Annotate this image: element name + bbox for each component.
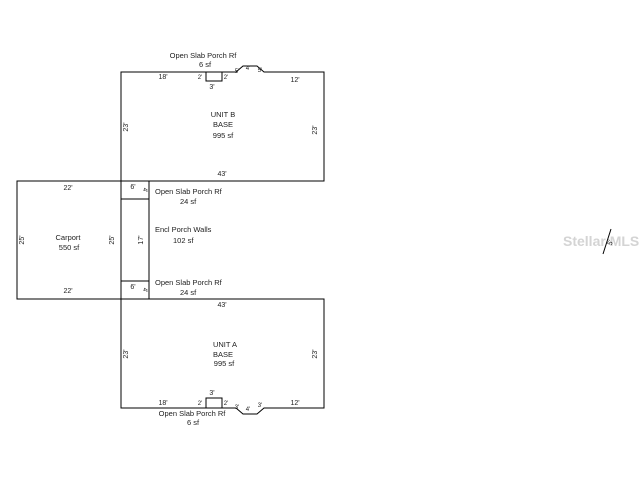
unit-b-porch-label: Open Slab Porch Rf bbox=[170, 51, 238, 60]
porch-bottom-area: 24 sf bbox=[180, 288, 197, 297]
unit-a-dim-bottom-right: 12' bbox=[290, 400, 299, 407]
porch-corridor: 6' 4' Open Slab Porch Rf 24 sf 17' Encl … bbox=[120, 180, 223, 300]
unit-b-dim-porch-left: 2' bbox=[198, 75, 202, 81]
porch-bottom-label: Open Slab Porch Rf bbox=[155, 278, 223, 287]
unit-a-dim-porch-top: 3' bbox=[209, 390, 214, 397]
encl-porch-dim-length: 17' bbox=[138, 235, 145, 244]
unit-b-porch-area: 6 sf bbox=[199, 60, 212, 69]
unit-b-dim-bay-2: 4' bbox=[246, 66, 250, 72]
unit-b-dim-bay-1: 5' bbox=[235, 69, 239, 75]
encl-porch-label: Encl Porch Walls bbox=[155, 225, 212, 234]
carport-dim-left: 25' bbox=[19, 235, 26, 244]
unit-a-dim-bay-3: 3' bbox=[258, 403, 262, 409]
unit-a-dim-porch-left: 2' bbox=[198, 401, 202, 407]
carport-dim-right: 25' bbox=[109, 235, 116, 244]
unit-a-dim-bay-2: 4' bbox=[246, 407, 250, 413]
carport-name: Carport bbox=[55, 233, 81, 242]
unit-a-dim-top: 43' bbox=[217, 302, 226, 309]
unit-b-dim-right: 23' bbox=[312, 125, 319, 134]
porch-bottom-dim-depth: 4' bbox=[141, 288, 147, 292]
unit-b-name: UNIT B bbox=[211, 110, 235, 119]
unit-a-porch-label: Open Slab Porch Rf bbox=[159, 409, 227, 418]
encl-porch-area: 102 sf bbox=[173, 236, 194, 245]
unit-b-dim-bottom: 43' bbox=[217, 171, 226, 178]
scale-marker: 5' bbox=[602, 228, 615, 255]
porch-bottom-dim-width: 6' bbox=[130, 284, 135, 291]
watermark: Stellar MLS bbox=[563, 233, 639, 249]
unit-b-area: 995 sf bbox=[213, 131, 234, 140]
unit-a-area: 995 sf bbox=[214, 359, 235, 368]
unit-a-dim-porch-right: 2' bbox=[224, 401, 228, 407]
scale-marker-label: 5' bbox=[607, 239, 615, 246]
porch-top-label: Open Slab Porch Rf bbox=[155, 187, 223, 196]
carport-area: 550 sf bbox=[59, 243, 80, 252]
unit-b-dim-top-left: 18' bbox=[158, 74, 167, 81]
unit-b-dim-left: 23' bbox=[123, 122, 130, 131]
unit-b-dim-bay-3: 5' bbox=[258, 68, 262, 74]
unit-a-dim-left: 23' bbox=[123, 349, 130, 358]
carport: Carport 550 sf 22' 22' 25' 25' bbox=[16, 180, 122, 300]
unit-b-dim-porch-right: 2' bbox=[224, 75, 228, 81]
unit-a-dim-bottom-left: 18' bbox=[158, 400, 167, 407]
carport-dim-top: 22' bbox=[63, 185, 72, 192]
unit-a: 43' UNIT A BASE 995 sf 23' 23' 3' 18' 2'… bbox=[120, 298, 325, 427]
porch-top-area: 24 sf bbox=[180, 197, 197, 206]
carport-dim-bottom: 22' bbox=[63, 288, 72, 295]
unit-a-type: BASE bbox=[213, 350, 233, 359]
unit-b: Open Slab Porch Rf 6 sf UNIT B BASE 995 … bbox=[120, 51, 325, 182]
unit-a-dim-right: 23' bbox=[312, 349, 319, 358]
unit-b-dim-top-right: 12' bbox=[290, 77, 299, 84]
porch-top-dim-depth: 4' bbox=[141, 188, 147, 192]
porch-top-dim-width: 6' bbox=[130, 184, 135, 191]
unit-a-porch-area: 6 sf bbox=[187, 418, 200, 427]
unit-a-dim-bay-1: 3' bbox=[235, 405, 239, 411]
unit-b-type: BASE bbox=[213, 120, 233, 129]
unit-a-name: UNIT A bbox=[213, 340, 237, 349]
unit-b-outline bbox=[120, 65, 325, 182]
unit-b-dim-porch-bottom: 3' bbox=[209, 84, 214, 91]
